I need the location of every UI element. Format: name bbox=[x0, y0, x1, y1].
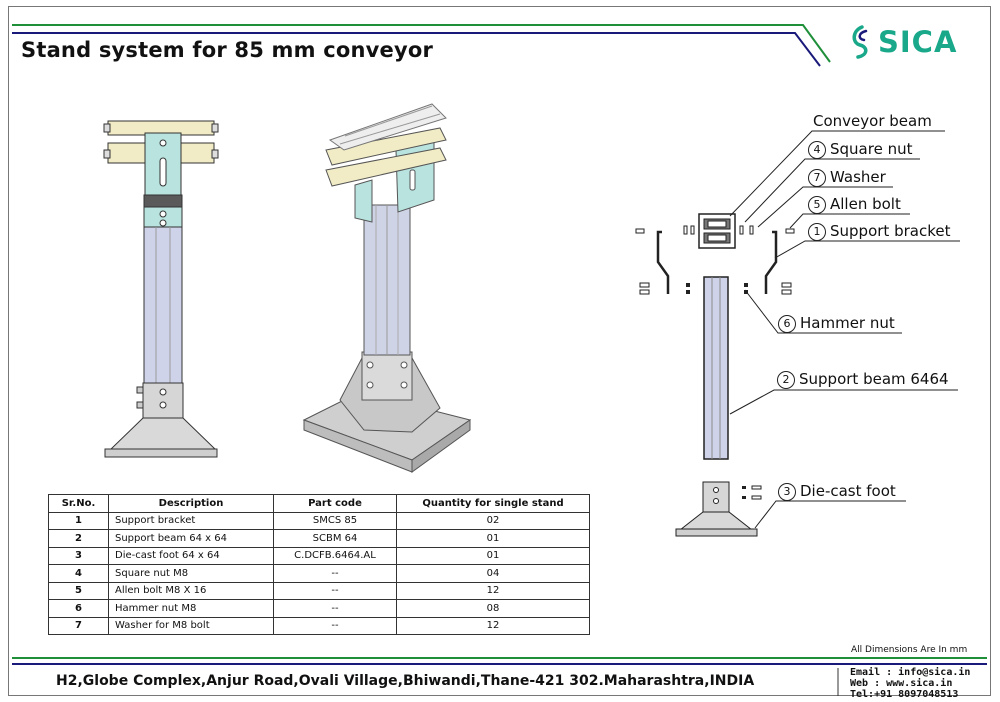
cell-sr: 5 bbox=[48, 581, 109, 600]
cell-description: Die-cast foot 64 x 64 bbox=[108, 546, 274, 565]
callout-number: 4 bbox=[808, 141, 826, 159]
cell-quantity: 01 bbox=[396, 546, 590, 565]
front-view-drawing bbox=[103, 120, 219, 458]
column-header: Sr.No. bbox=[48, 494, 109, 513]
callout-label: Support bracket bbox=[830, 222, 951, 240]
cell-sr: 1 bbox=[48, 511, 109, 530]
cell-description: Support bracket bbox=[108, 511, 274, 530]
cell-part-code: SMCS 85 bbox=[273, 511, 397, 530]
callout-label: Support beam 6464 bbox=[799, 370, 949, 388]
table-row: 5 Allen bolt M8 X 16 -- 12 bbox=[48, 581, 590, 600]
header-rule-blue bbox=[12, 32, 821, 67]
footer-contact: Email : info@sica.in Web : www.sica.in T… bbox=[850, 667, 970, 700]
dimensions-note: All Dimensions Are In mm bbox=[851, 645, 968, 655]
cell-sr: 7 bbox=[48, 616, 109, 635]
callout-label: Washer bbox=[830, 168, 886, 186]
cell-quantity: 04 bbox=[396, 564, 590, 583]
cell-description: Square nut M8 bbox=[108, 564, 274, 583]
table-row: 7 Washer for M8 bolt -- 12 bbox=[48, 616, 590, 635]
callout-conveyor-beam: Conveyor beam bbox=[813, 112, 932, 130]
cell-description: Hammer nut M8 bbox=[108, 599, 274, 618]
cell-part-code: -- bbox=[273, 616, 397, 635]
table-row: 1 Support bracket SMCS 85 02 bbox=[48, 511, 590, 530]
isometric-view-drawing bbox=[302, 103, 472, 473]
callout-label: Square nut bbox=[830, 140, 913, 158]
callout-number: 2 bbox=[777, 371, 795, 389]
callout-label: Allen bolt bbox=[830, 195, 901, 213]
callout-label: Conveyor beam bbox=[813, 112, 932, 130]
table-row: 2 Support beam 64 x 64 SCBM 64 01 bbox=[48, 529, 590, 548]
logo-text: SICA bbox=[878, 25, 958, 59]
callout-number: 7 bbox=[808, 169, 826, 187]
sica-logo: SICA bbox=[848, 22, 957, 62]
cell-quantity: 12 bbox=[396, 581, 590, 600]
page-frame bbox=[8, 6, 991, 696]
leader-lines bbox=[729, 130, 960, 529]
cell-part-code: C.DCFB.6464.AL bbox=[273, 546, 397, 565]
table-header-row: Sr.No. Description Part code Quantity fo… bbox=[48, 494, 590, 513]
cell-sr: 3 bbox=[48, 546, 109, 565]
page-title: Stand system for 85 mm conveyor bbox=[21, 38, 434, 62]
cell-sr: 6 bbox=[48, 599, 109, 618]
footer-address: H2,Globe Complex,Anjur Road,Ovali Villag… bbox=[56, 673, 755, 689]
cell-part-code: -- bbox=[273, 564, 397, 583]
callout-number: 3 bbox=[778, 483, 796, 501]
column-header: Quantity for single stand bbox=[396, 494, 590, 513]
cell-sr: 4 bbox=[48, 564, 109, 583]
callout-number: 5 bbox=[808, 196, 826, 214]
column-header: Part code bbox=[273, 494, 397, 513]
cell-quantity: 08 bbox=[396, 599, 590, 618]
footer-tel: Tel:+91 8097048513 bbox=[850, 689, 959, 700]
callout-number: 6 bbox=[778, 315, 796, 333]
footer-email[interactable]: Email : info@sica.in bbox=[850, 667, 971, 678]
footer-web[interactable]: Web : www.sica.in bbox=[850, 678, 953, 689]
header-rule-green bbox=[12, 24, 831, 63]
cell-part-code: SCBM 64 bbox=[273, 529, 397, 548]
cell-sr: 2 bbox=[48, 529, 109, 548]
callout-label: Hammer nut bbox=[800, 314, 895, 332]
cell-part-code: -- bbox=[273, 599, 397, 618]
cell-part-code: -- bbox=[273, 581, 397, 600]
bill-of-materials-table: Sr.No. Description Part code Quantity fo… bbox=[48, 494, 590, 635]
cell-description: Support beam 64 x 64 bbox=[108, 529, 274, 548]
table-row: 4 Square nut M8 -- 04 bbox=[48, 564, 590, 583]
table-row: 6 Hammer nut M8 -- 08 bbox=[48, 599, 590, 618]
cell-description: Washer for M8 bolt bbox=[108, 616, 274, 635]
column-header: Description bbox=[108, 494, 274, 513]
cell-quantity: 02 bbox=[396, 511, 590, 530]
cell-description: Allen bolt M8 X 16 bbox=[108, 581, 274, 600]
table-row: 3 Die-cast foot 64 x 64 C.DCFB.6464.AL 0… bbox=[48, 546, 590, 565]
sica-logo-icon bbox=[852, 25, 868, 59]
cell-quantity: 01 bbox=[396, 529, 590, 548]
exploded-view-drawing bbox=[635, 213, 795, 537]
callout-label: Die-cast foot bbox=[800, 482, 896, 500]
cell-quantity: 12 bbox=[396, 616, 590, 635]
callout-number: 1 bbox=[808, 223, 826, 241]
